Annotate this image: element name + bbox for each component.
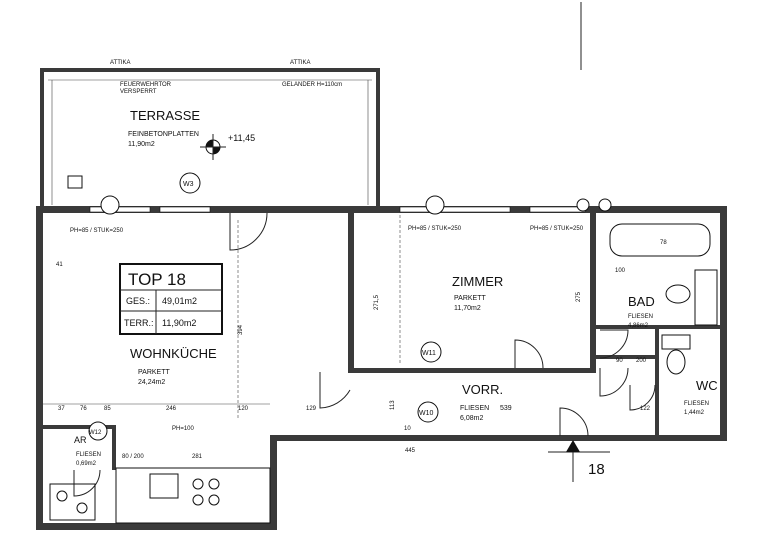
w10-marker: W10 [417,401,439,423]
bathtub-icon [609,223,711,257]
bath-floor: FLIESEN [628,314,653,320]
drain-icon [67,175,83,189]
bedroom-name: ZIMMER [452,274,503,289]
wc-room: WC FLIESEN 1,44m2 122 [640,334,718,416]
bathroom: 78 100 BAD FLIESEN 4,86m2 90 200 [609,223,718,364]
terrace-area: ATTIKA ATTIKA FEUERWEHRTOR VERSPERRT GEL… [40,60,380,208]
wc-area: 1,44m2 [684,410,705,416]
apartment-walls [36,195,727,530]
dim-394: 394 [238,324,244,335]
dim-113: 113 [390,400,396,410]
bedroom-floor: PARKETT [454,295,486,302]
stove-burner-icon [208,494,220,506]
sink-icon [149,473,179,499]
hallway-area: 6,08m2 [460,415,483,422]
doors [73,212,656,497]
fire-door-label-2: VERSPERRT [120,89,157,95]
dim-85: 85 [104,406,111,412]
dim-246: 246 [166,406,177,412]
storage-name: AR [74,435,87,445]
elevation-label: +11,45 [228,133,255,143]
w10-label: W10 [419,410,434,417]
dim-37a: 37 [58,406,65,412]
entrance-number: 18 [588,461,605,478]
parapet-label: PH=100 [172,426,195,432]
cistern-icon [661,334,691,350]
dim-129: 129 [306,406,317,412]
dim-271-5: 271,5 [374,294,380,310]
fire-door-label-1: FEUERWEHRTOR [120,82,172,88]
terrace-area-value: 11,90m2 [128,141,155,148]
terrace-area-label: TERR.: [124,318,154,328]
w12-label: W12 [89,430,102,436]
storage-floor: FLIESEN [76,452,101,458]
hallway-floor: FLIESEN [460,405,489,412]
washing-machine-icon [694,269,718,326]
terrace-area-total: 11,90m2 [162,318,196,328]
elevation-marker-icon [200,134,226,160]
w3-marker: W3 [179,172,201,194]
ph-stuk-1: PH=85 / STUK=250 [70,228,124,234]
entrance-marker: 18 [548,440,610,482]
living-floor: PARKETT [138,369,170,376]
boiler-icon [49,483,96,521]
dim-41: 41 [56,262,63,268]
washbasin-icon [665,284,691,304]
bedroom: PH=85 / STUK=250 PH=85 / STUK=250 ZIMMER… [374,215,584,365]
dim-90: 90 [616,358,623,364]
bedroom-area: 11,70m2 [454,305,481,312]
storage-area: 0,69m2 [76,461,97,467]
total-area-value: 49,01m2 [162,296,197,306]
ph-stuk-2: PH=85 / STUK=250 [408,226,462,232]
living-kitchen: TOP 18 GES.: 49,01m2 TERR.: 11,90m2 WOHN… [43,220,271,524]
attika-left-label: ATTIKA [110,60,131,66]
apartment-title: TOP 18 [128,270,186,289]
dim-80-200: 80 / 200 [122,454,144,460]
stove-burner-icon [208,478,220,490]
terrace-floor: FEINBETONPLATTEN [128,131,199,138]
bath-name: BAD [628,294,655,309]
dim-200: 200 [636,358,647,364]
dim-10: 10 [404,426,411,432]
dim-122: 122 [640,406,651,412]
apartment-info-box [119,263,223,335]
hallway: VORR. FLIESEN 539 6,08m2 W10 129 113 10 … [306,382,512,454]
w12-marker: W12 [88,421,108,441]
w11-marker: W11 [420,341,442,363]
kitchen-counter [115,467,271,524]
ph-stuk-3: PH=85 / STUK=250 [530,226,584,232]
dim-281: 281 [192,454,203,460]
toilet-icon [666,349,686,375]
dim-120: 120 [238,406,249,412]
living-area: 24,24m2 [138,379,165,386]
w3-label: W3 [183,181,194,188]
stove-burner-icon [192,478,204,490]
dim-445: 445 [405,448,416,454]
attika-right-label: ATTIKA [290,60,311,66]
storage-room: W12 AR FLIESEN 0,69m2 [49,421,108,521]
dim-76: 76 [80,406,87,412]
entrance-arrow-icon [566,440,580,452]
railing-label: GELANDER H=110cm [282,82,342,88]
living-name: WOHNKÜCHE [130,346,217,361]
wc-name: WC [696,378,718,393]
stove-burner-icon [192,494,204,506]
wc-floor: FLIESEN [684,401,709,407]
bath-area: 4,86m2 [628,323,649,329]
dim-78: 78 [660,240,667,246]
terrace-name: TERRASSE [130,108,200,123]
dim-539: 539 [500,405,512,412]
dim-275: 275 [576,291,582,302]
w11-label: W11 [422,350,436,357]
dim-100: 100 [615,268,626,274]
hallway-name: VORR. [462,382,503,397]
total-area-label: GES.: [126,296,150,306]
